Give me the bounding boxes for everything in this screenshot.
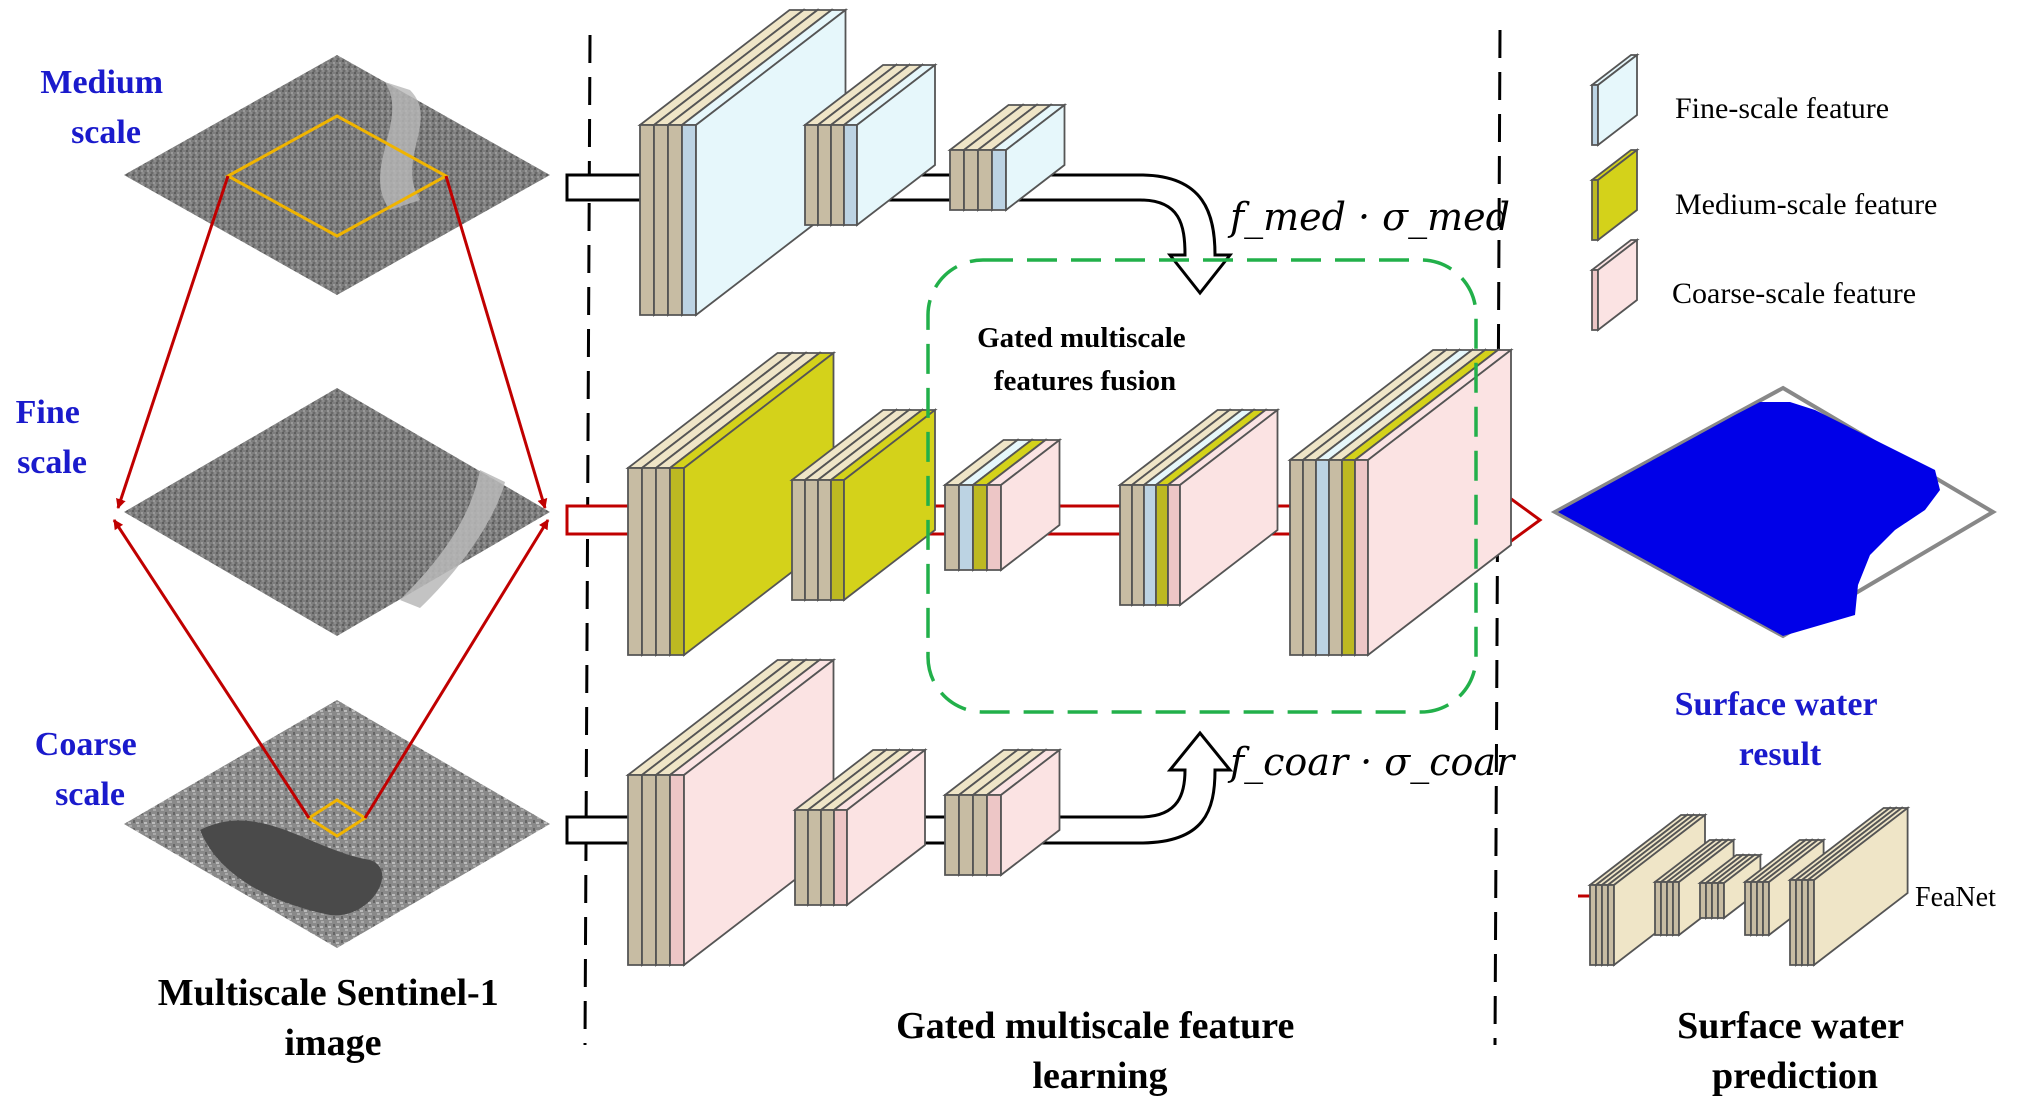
fine-swatch xyxy=(1589,53,1640,147)
feanet-icon xyxy=(1587,806,1911,967)
fine-branch-block1-slab-4 xyxy=(667,351,837,657)
coarse-zoom-box xyxy=(306,798,368,838)
water-region xyxy=(1558,402,1940,636)
medium-image-shore xyxy=(380,82,421,210)
fine-branch-block3-slab-4 xyxy=(984,438,1063,572)
medium-swatch xyxy=(1589,148,1640,242)
medium-branch-pipe xyxy=(565,173,1234,296)
coarse-branch-block3-slab-4 xyxy=(984,748,1063,877)
formula-medium: f_med · σ_med xyxy=(1227,195,1510,240)
fine-branch-block2-slab-4 xyxy=(828,408,938,602)
legend-fine-label: Fine-scale feature xyxy=(1675,92,1889,125)
coarse-scale-label: Coarse scale xyxy=(35,726,145,813)
center-caption: Gated multiscale feature learning xyxy=(896,1005,1304,1097)
arrow-medium-to-fine-right xyxy=(444,175,548,509)
medium-branch-block2-slab-4 xyxy=(841,63,938,227)
legend xyxy=(1589,53,1640,332)
coarse-swatch xyxy=(1589,238,1640,332)
medium-scale-image xyxy=(124,55,550,295)
fine-branch-block4-slab-5 xyxy=(1165,408,1281,607)
coarse-branch-block1-slab-4 xyxy=(667,658,837,967)
feanet-block3-slab-4 xyxy=(1715,853,1764,920)
legend-coarse-label: Coarse-scale feature xyxy=(1672,277,1916,310)
separator-left xyxy=(583,34,592,1046)
arrow-coarse-to-fine-right xyxy=(363,519,550,819)
arrow-medium-to-fine-left xyxy=(116,175,230,509)
gated-fusion-label: Gated multiscale features fusion xyxy=(977,322,1193,397)
medium-scale-label: Medium scale xyxy=(40,64,171,151)
left-caption: Multiscale Sentinel-1 image xyxy=(158,972,508,1064)
coarse-image-water xyxy=(200,820,383,916)
formula-coarse: f_coar · σ_coar xyxy=(1227,740,1517,785)
gated-fusion-box xyxy=(926,258,1478,714)
coarse-scale-image xyxy=(124,700,550,948)
right-caption: Surface water prediction xyxy=(1677,1005,1913,1097)
legend-medium-label: Medium-scale feature xyxy=(1675,188,1937,221)
arrow-coarse-to-fine-left xyxy=(112,519,311,819)
surface-water-map xyxy=(1550,385,1997,639)
medium-branch-block1-slab-4 xyxy=(679,8,849,317)
feanet-block5-slab-4 xyxy=(1805,806,1911,967)
result-label: Surface water result xyxy=(1675,686,1886,773)
medium-zoom-box xyxy=(224,114,450,238)
fine-image-shore xyxy=(400,470,505,608)
fine-scale-label: Fine scale xyxy=(16,394,89,481)
medium-branch-block3-slab-4 xyxy=(989,103,1068,212)
coarse-branch-block2-slab-4 xyxy=(831,748,928,907)
multiscale-images xyxy=(112,55,550,948)
feanet-label: FeaNet xyxy=(1915,882,1996,913)
